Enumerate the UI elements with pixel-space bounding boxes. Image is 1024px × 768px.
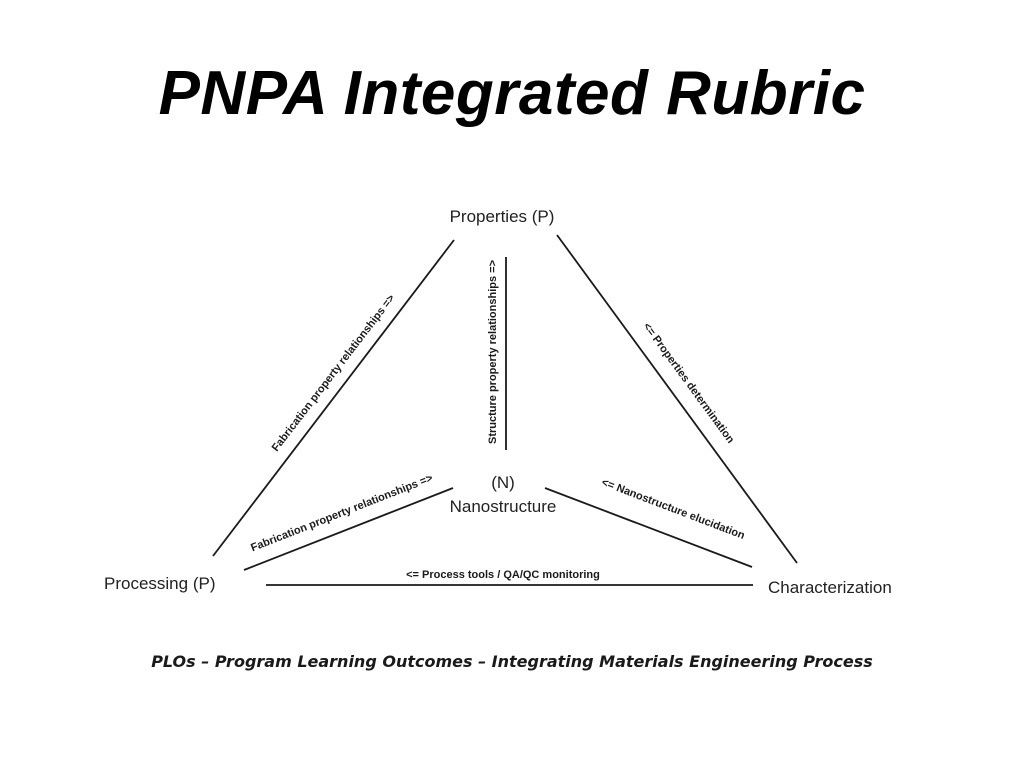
edge-label-processing-properties: Fabrication property relationships => [270, 292, 398, 454]
edge-label-properties-determination: <= Properties determination [640, 321, 736, 446]
edge-label-process-tools: <= Process tools / QA/QC monitoring [406, 569, 600, 581]
node-nanostructure: Nanostructure [450, 497, 557, 516]
node-processing: Processing (P) [104, 574, 215, 593]
edge-label-structure-properties: Structure property relationships => [487, 260, 499, 444]
node-properties: Properties (P) [450, 207, 555, 226]
edge-line-characterization-properties [556, 234, 798, 564]
edge-line-characterization-nanostructure [544, 487, 753, 568]
slide-title: PNPA Integrated Rubric [158, 59, 866, 128]
edge-label-processing-nanostructure: Fabrication property relationships => [249, 472, 434, 554]
edge-line-processing-nanostructure [243, 487, 454, 571]
node-characterization: Characterization [768, 578, 892, 597]
slide-caption: PLOs – Program Learning Outcomes – Integ… [151, 652, 873, 671]
edge-line-processing-properties [212, 239, 455, 557]
edge-label-nanostructure-elucidation: <= Nanostructure elucidation [600, 476, 747, 542]
node-nanostructure-symbol: (N) [491, 473, 515, 492]
